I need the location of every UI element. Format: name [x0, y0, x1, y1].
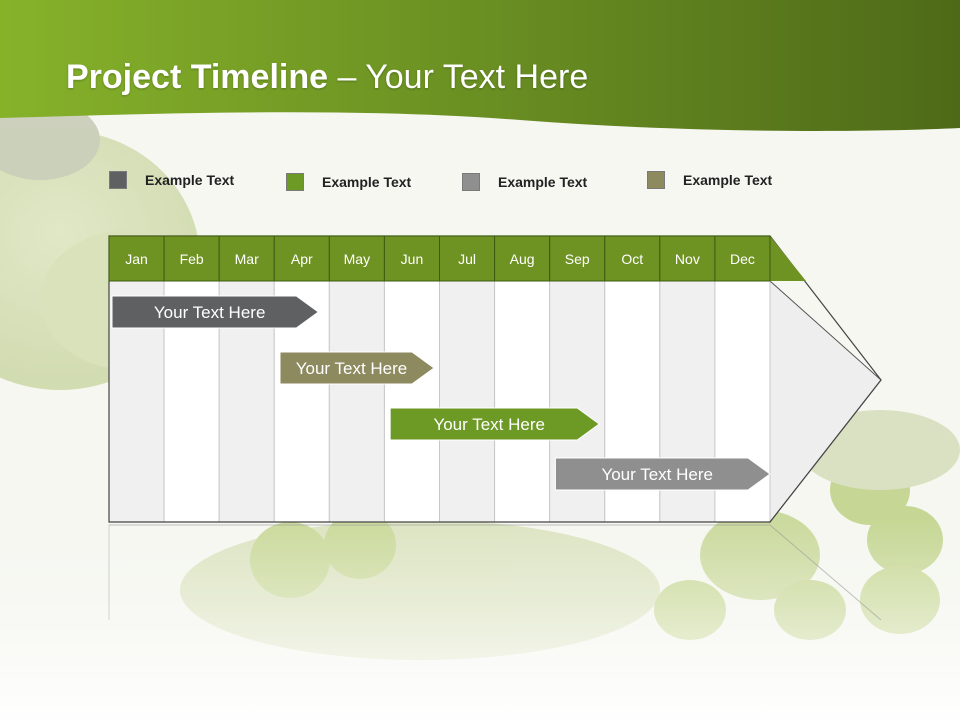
month-label: Aug	[510, 251, 535, 267]
task-arrow	[389, 407, 601, 441]
legend-item: Example Text	[462, 171, 587, 193]
month-label: Nov	[675, 251, 700, 267]
month-header-cell	[659, 235, 716, 282]
task-arrow	[279, 351, 435, 385]
month-header-cell	[494, 235, 551, 282]
task-label: Your Text Here	[433, 415, 545, 434]
legend-item: Example Text	[647, 169, 772, 191]
month-header-cell	[108, 235, 165, 282]
header-arrow-cap	[770, 236, 806, 281]
task-bar: Your Text Here	[111, 295, 320, 329]
legend-swatch	[286, 173, 304, 191]
month-column	[383, 280, 440, 523]
legend-label: Example Text	[145, 172, 235, 188]
page-title: Project Timeline – Your Text Here	[66, 58, 589, 96]
task-arrow	[554, 457, 771, 491]
month-header-cell	[439, 235, 496, 282]
month-label: Apr	[291, 251, 313, 267]
month-label: Jun	[401, 251, 424, 267]
task-label: Your Text Here	[154, 303, 266, 322]
month-header: Jan Feb Mar Apr May Jun Jul Aug Sep Oct Nov Dec	[108, 235, 806, 282]
month-label: May	[344, 251, 370, 267]
month-header-cell	[604, 235, 661, 282]
task-arrow	[111, 295, 320, 329]
month-label: Dec	[730, 251, 755, 267]
reflection-line	[109, 524, 882, 621]
month-column	[328, 280, 385, 523]
task-label: Your Text Here	[296, 359, 408, 378]
legend-swatch	[647, 171, 665, 189]
month-label: Jul	[458, 251, 476, 267]
task-label: Your Text Here	[601, 465, 713, 484]
legend-item: Example Text	[109, 169, 234, 191]
legend-item: Example Text	[286, 171, 411, 193]
legend-label: Example Text	[683, 172, 773, 188]
month-label: Jan	[125, 251, 148, 267]
month-header-cell	[163, 235, 220, 282]
month-header-cell	[549, 235, 606, 282]
month-header-cell	[714, 235, 771, 282]
month-column	[494, 280, 551, 523]
month-label: Mar	[235, 251, 259, 267]
month-label: Sep	[565, 251, 590, 267]
task-bar: Your Text Here	[554, 457, 771, 491]
month-header-cell	[383, 235, 440, 282]
month-label: Oct	[621, 251, 643, 267]
legend-swatch	[109, 171, 127, 189]
legend-label: Example Text	[322, 174, 412, 190]
month-header-cell	[273, 235, 330, 282]
month-column	[439, 280, 496, 523]
task-bar: Your Text Here	[389, 407, 601, 441]
month-header-cell	[218, 235, 275, 282]
legend-swatch	[462, 173, 480, 191]
month-header-cell	[328, 235, 385, 282]
legend-label: Example Text	[498, 174, 588, 190]
month-label: Feb	[180, 251, 204, 267]
task-bar: Your Text Here	[279, 351, 435, 385]
